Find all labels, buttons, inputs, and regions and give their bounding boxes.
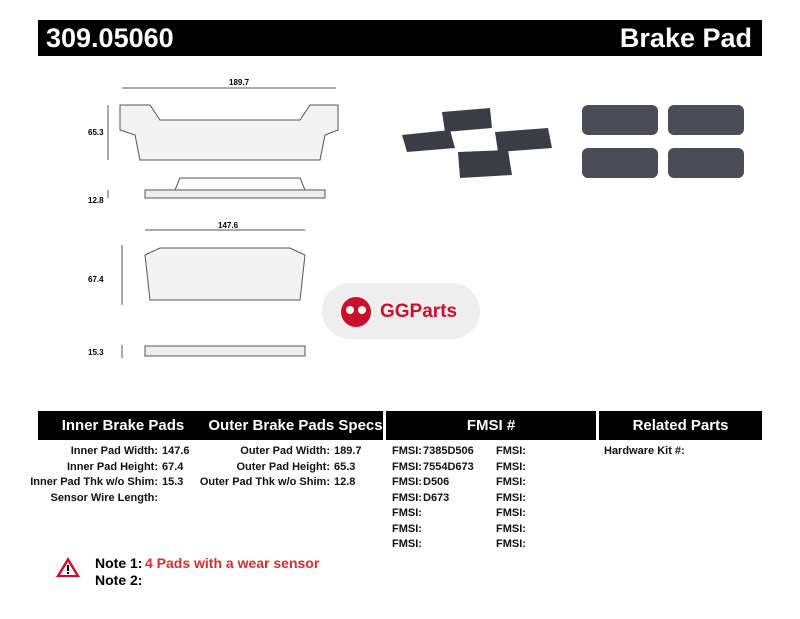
fmsi-label: FMSI: xyxy=(392,522,422,535)
fmsi-label: FMSI: xyxy=(496,507,526,519)
fmsi-label: FMSI: xyxy=(496,460,526,473)
pad-photo-flat xyxy=(582,105,744,178)
outer-spec-label: Outer Pad Width: xyxy=(240,445,330,457)
fmsi-label: FMSI: xyxy=(392,507,422,519)
ggparts-logo: GGParts xyxy=(322,283,480,339)
note-1-text: 4 Pads with a wear sensor xyxy=(145,555,320,571)
logo-text: GGParts xyxy=(380,301,458,322)
fmsi-header: FMSI # xyxy=(386,411,596,440)
note-2-label: Note 2: xyxy=(95,572,143,588)
fmsi-label: FMSI: xyxy=(392,538,422,550)
fmsi-label: FMSI: xyxy=(392,476,422,488)
outer-width-dim: 189.7 xyxy=(229,78,250,87)
inner-spec-label: Sensor Wire Length: xyxy=(50,491,158,504)
outer-thk-dim: 12.8 xyxy=(88,196,104,205)
inner-spec-label: Inner Pad Thk w/o Shim: xyxy=(30,476,158,488)
inner-height-dim: 67.4 xyxy=(88,275,104,284)
fmsi-value: D673 xyxy=(423,491,450,504)
note-1-label: Note 1: xyxy=(95,555,143,571)
outer-spec-label: Outer Pad Thk w/o Shim: xyxy=(199,476,330,488)
fmsi-label: FMSI: xyxy=(392,491,422,504)
outer-pad-drawing xyxy=(107,87,339,199)
fmsi-label: FMSI: xyxy=(392,445,422,457)
fmsi-value: 7554D673 xyxy=(423,460,474,473)
outer-spec-value: 12.8 xyxy=(334,476,356,488)
inner-thk-dim: 15.3 xyxy=(88,348,104,357)
fmsi-label: FMSI: xyxy=(496,538,526,550)
fmsi-label: FMSI: xyxy=(496,491,526,504)
fmsi-value: 7385D506 xyxy=(423,445,474,457)
outer-spec-value: 189.7 xyxy=(334,445,362,457)
outer-spec-value: 65.3 xyxy=(334,460,356,473)
inner-spec-label: Inner Pad Width: xyxy=(70,445,158,457)
pad-photo-angled xyxy=(402,108,552,178)
inner-spec-value: 147.6 xyxy=(162,445,190,457)
part-number: 309.05060 xyxy=(46,23,174,53)
page-title: Brake Pad xyxy=(619,23,752,53)
inner-spec-label: Inner Pad Height: xyxy=(66,460,158,473)
warning-icon xyxy=(56,557,80,577)
header-bar: 309.05060 Brake Pad xyxy=(38,20,762,56)
logo-mascot-icon xyxy=(341,297,371,327)
hardware-kit-label: Hardware Kit #: xyxy=(604,445,685,457)
fmsi-label: FMSI: xyxy=(496,476,526,488)
inner-width-dim: 147.6 xyxy=(218,221,239,230)
fmsi-label: FMSI: xyxy=(392,460,422,473)
inner-spec-value: 67.4 xyxy=(162,460,184,473)
inner-specs-header: Inner Brake Pads Specs xyxy=(38,411,208,463)
related-parts-header: Related Parts xyxy=(599,411,762,440)
inner-spec-value: 15.3 xyxy=(162,476,184,488)
fmsi-value: D506 xyxy=(423,476,450,488)
fmsi-label: FMSI: xyxy=(496,522,526,535)
technical-drawings: 189.7 65.3 12.8 147.6 67.4 15.3 xyxy=(88,78,744,358)
inner-pad-drawing xyxy=(121,229,306,358)
outer-height-dim: 65.3 xyxy=(88,128,104,137)
outer-specs-header: Outer Brake Pads Specs xyxy=(208,411,383,440)
fmsi-label: FMSI: xyxy=(496,445,526,457)
outer-spec-label: Outer Pad Height: xyxy=(236,460,330,473)
